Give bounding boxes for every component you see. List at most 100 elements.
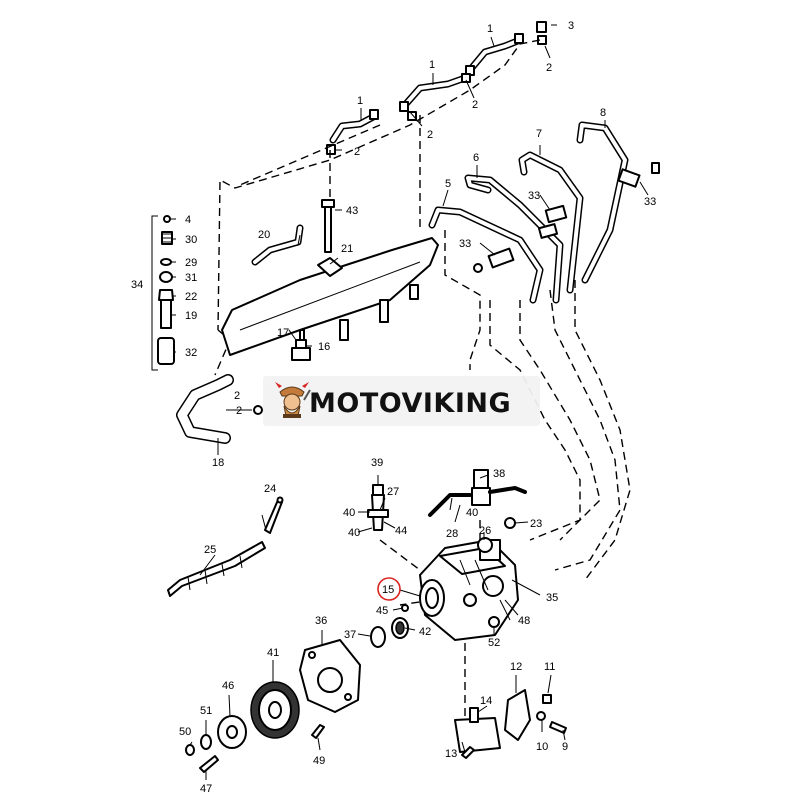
oring-37 [370,626,386,648]
injector-line-1-low [329,112,379,144]
hub-46 [217,715,247,749]
injector-line-1-top [466,36,524,74]
callout-27: 27 [387,486,399,498]
callout-50: 50 [179,726,191,738]
callout-labels: 1 1 1 2 2 2 2 2 2 3 4 5 6 7 8 9 10 11 12… [131,20,656,795]
callout-46: 46 [222,680,234,692]
nut-washer-50-51 [185,734,212,756]
callout-40: 40 [466,507,478,519]
callout-21: 21 [341,243,353,255]
pump-line-6 [464,174,564,304]
callout-10: 10 [536,741,548,753]
callout-43: 43 [346,205,358,217]
callout-35: 35 [546,592,558,604]
leader-lines [170,24,649,780]
callout-3: 3 [568,20,574,32]
return-hose-18 [176,374,263,444]
viking-mascot-icon [275,382,311,418]
callout-23: 23 [530,518,542,530]
callout-36: 36 [315,615,327,627]
callout-41: 41 [267,647,279,659]
solenoid-38-assembly [428,469,527,517]
callout-4: 4 [185,214,191,226]
callout-52: 52 [488,637,500,649]
callout-40: 40 [343,507,355,519]
callout-2: 2 [234,390,240,402]
bracket-21 [317,257,343,277]
line-clamps-33 [473,168,641,273]
bolt-43 [321,199,335,253]
bolt-47 [199,755,219,773]
callout-26: 26 [479,525,491,537]
callout-33: 33 [459,238,471,250]
fitting-nuts [326,21,660,174]
callout-1: 1 [487,23,493,35]
callout-38: 38 [493,468,505,480]
callout-29: 29 [185,257,197,269]
callout-37: 37 [344,629,356,641]
pump-line-5 [428,206,544,304]
fitting-39-27-44 [367,484,389,531]
callout-1: 1 [429,59,435,71]
injector-line-1-mid [401,74,469,109]
callout-7: 7 [536,128,542,140]
callout-31: 31 [185,272,197,284]
bolt-49 [311,724,325,739]
nut-52 [488,616,500,628]
callout-11: 11 [544,661,555,673]
callout-17: 17 [277,327,289,339]
callout-22: 22 [185,291,197,303]
brand-name: MOTOVIKING [309,388,511,419]
watermark-banner: MOTOVIKING [263,376,540,426]
callout-40: 40 [348,527,360,539]
callout-48: 48 [518,615,530,627]
injector-nozzle-24 [264,496,284,534]
callout-19: 19 [185,310,197,322]
callout-49: 49 [313,755,325,767]
callout-24: 24 [264,483,276,495]
callout-30: 30 [185,234,197,246]
bracket-12 [504,689,531,741]
callout-2: 2 [354,146,360,158]
callout-12: 12 [510,661,522,673]
bolts-9-10-11 [461,694,567,759]
callout-15: 15 [382,584,394,596]
injector-rail-25 [167,541,266,597]
callout-45: 45 [376,605,388,617]
callout-16: 16 [318,341,330,353]
callout-2: 2 [546,62,552,74]
callout-2: 2 [472,99,478,111]
callout-2: 2 [427,129,433,141]
leak-off-rail [221,237,439,356]
pump-line-8 [576,121,629,284]
callout-2: 2 [236,405,242,417]
callout-39: 39 [371,457,383,469]
callout-47: 47 [200,783,212,795]
pump-bracket-14 [454,707,501,753]
callout-51: 51 [200,705,212,717]
callout-9: 9 [562,741,568,753]
callout-28: 28 [446,528,458,540]
callout-33: 33 [528,190,540,202]
callout-20: 20 [258,229,270,241]
callout-18: 18 [212,457,224,469]
callout-32: 32 [185,347,197,359]
callout-1: 1 [357,95,363,107]
pump-line-7 [518,151,584,294]
callout-25: 25 [204,544,216,556]
injector-34-stack [151,215,175,371]
seal-42 [391,617,409,639]
callout-44: 44 [395,525,407,537]
callout-8: 8 [600,107,606,119]
callout-42: 42 [419,626,431,638]
callout-6: 6 [473,152,479,164]
bolt-16-17 [291,329,311,361]
callout-14: 14 [480,695,492,707]
callout-13: 13 [445,748,457,760]
highlight-ring-15 [377,577,401,601]
drive-gear-41 [250,681,300,739]
clip-20 [251,224,304,266]
injection-pump-15 [419,539,519,641]
callout-33: 33 [644,196,656,208]
